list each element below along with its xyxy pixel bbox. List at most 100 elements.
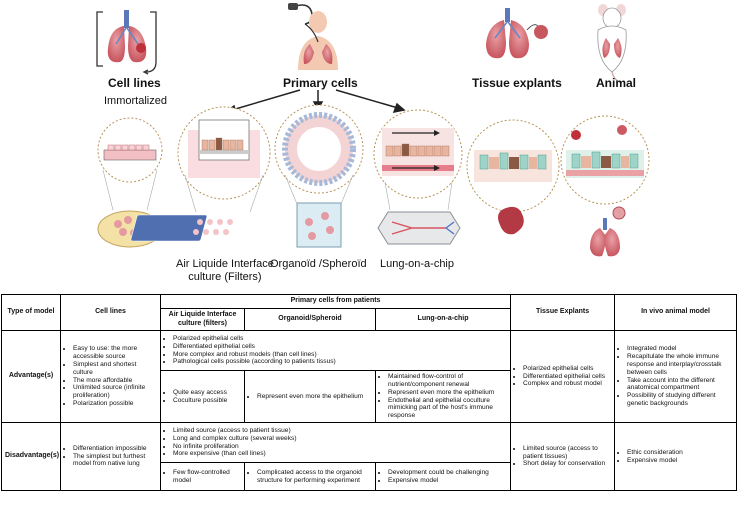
bullet-item: Expensive model — [627, 457, 733, 465]
bullet-item: Coculture possible — [173, 397, 241, 405]
tissue-explant-view — [466, 119, 560, 235]
adv-in-vivo-cell: Integrated modelRecapitulate the whole i… — [614, 330, 738, 423]
advantages-row-1: Advantage(s) Easy to use: the more acces… — [1, 330, 738, 423]
organoid-culture-view — [274, 104, 364, 248]
advantages-row-2: Quite easy accessCoculture possible Repr… — [2, 370, 737, 423]
bullet-item: Differentiated epithelial cells — [173, 343, 507, 351]
comparison-table-wrapper: Type of model Cell lines Primary cells f… — [1, 294, 738, 491]
bullet-item: The simplest but furthest model from nat… — [73, 453, 157, 469]
adv-primary-shared-cell: Polarized epithelial cellsDifferentiated… — [159, 330, 512, 371]
bullet-item: Complicated access to the organoid struc… — [257, 469, 372, 485]
label-organoid: Organoïd /Spheroïd — [270, 258, 367, 270]
bullet-item: Take account into the different anatomic… — [627, 377, 733, 393]
header-row-1: Type of model Cell lines Primary cells f… — [1, 294, 738, 331]
label-immortalized: Immortalized — [104, 95, 167, 107]
bullet-item: Maintained flow-control of nutrient/comp… — [388, 373, 507, 389]
adv-cell-lines-list: Easy to use: the more accessible sourceS… — [64, 345, 157, 407]
dis-ali-cell: Few flow-controlled model — [160, 462, 245, 491]
animal-mouse-icon — [597, 4, 627, 83]
adv-in-vivo-list: Integrated modelRecapitulate the whole i… — [618, 345, 733, 407]
header-in-vivo: In vivo animal model — [614, 294, 738, 331]
bullet-item: Few flow-controlled model — [173, 469, 241, 485]
bullet-item: Differentiation impossible — [73, 445, 157, 453]
header-ali: Air Liquide Interface culture (filters) — [160, 308, 245, 331]
dis-lung-on-chip-cell: Development could be challengingExpensiv… — [374, 462, 512, 491]
label-lung-on-chip: Lung-on-a-chip — [380, 258, 454, 270]
adv-primary-shared-list: Polarized epithelial cellsDifferentiated… — [164, 335, 507, 366]
header-organoid: Organoid/Spheroid — [244, 308, 376, 331]
bullet-item: Represent even more the epithelium — [257, 393, 372, 401]
bullet-item: Limited source (access to patient tissue… — [173, 427, 507, 435]
dis-in-vivo-list: Ethic considerationExpensive model — [618, 449, 733, 465]
adv-ali-list: Quite easy accessCoculture possible — [164, 389, 241, 405]
label-animal: Animal — [596, 76, 637, 90]
in-vivo-view — [560, 115, 650, 257]
bullet-item: Differentiated epithelial cells — [523, 373, 611, 381]
bullet-item: Polarized epithelial cells — [173, 335, 507, 343]
adv-ali-cell: Quite easy accessCoculture possible — [160, 370, 245, 423]
bullet-item: Limited source (access to patient tissue… — [523, 445, 611, 461]
ali-culture-view — [130, 106, 271, 242]
adv-organoid-list: Represent even more the epithelium — [248, 393, 372, 401]
row-label-disadvantages: Disadvantage(s) — [1, 422, 61, 491]
model-illustration-panel: Cell lines Immortalized Primary cells Ti… — [96, 3, 650, 284]
adv-organoid-cell: Represent even more the epithelium — [244, 370, 376, 423]
bullet-item: More expensive (than cell lines) — [173, 450, 507, 458]
disadvantages-row-1: Disadvantage(s) Differentiation impossib… — [1, 422, 738, 491]
bullet-item: More complex and robust models (than cel… — [173, 351, 507, 359]
bullet-item: Possibility of studying different geneti… — [627, 392, 733, 408]
dis-cell-lines-cell: Differentiation impossibleThe simplest b… — [60, 422, 161, 491]
bullet-item: Polarized epithelial cells — [523, 365, 611, 373]
dis-organoid-cell: Complicated access to the organoid struc… — [244, 462, 376, 491]
adv-tissue-cell: Polarized epithelial cellsDifferentiated… — [510, 330, 616, 423]
dis-lung-on-chip-list: Development could be challengingExpensiv… — [379, 469, 507, 485]
illustration-svg — [96, 3, 650, 257]
cell-lines-lung-icon — [96, 10, 157, 75]
bullet-item: Polarization possible — [73, 400, 157, 408]
dis-organoid-list: Complicated access to the organoid struc… — [248, 469, 372, 485]
dis-tissue-cell: Limited source (access to patient tissue… — [510, 422, 616, 491]
header-cell-lines: Cell lines — [60, 294, 161, 331]
row-label-advantages: Advantage(s) — [1, 330, 61, 423]
bullet-item: Long and complex culture (several weeks) — [173, 435, 507, 443]
label-primary-cells: Primary cells — [283, 76, 358, 90]
adv-lung-on-chip-list: Maintained flow-control of nutrient/comp… — [379, 373, 507, 420]
dis-primary-shared-cell: Limited source (access to patient tissue… — [159, 422, 512, 463]
header-tissue-explants: Tissue Explants — [510, 294, 616, 331]
bullet-item: Easy to use: the more accessible source — [73, 345, 157, 361]
bullet-item: The more affordable — [73, 377, 157, 385]
bullet-item: Represent even more the epithelium — [388, 389, 507, 397]
lung-on-chip-view — [373, 109, 463, 245]
bullet-item: Development could be challenging — [388, 469, 507, 477]
bullet-item: Expensive model — [388, 477, 507, 485]
label-ali: Air Liquide Interface culture (Filters) — [176, 258, 274, 284]
header-type-of-model: Type of model — [1, 294, 61, 331]
bullet-item: Ethic consideration — [627, 449, 733, 457]
dis-cell-lines-list: Differentiation impossibleThe simplest b… — [64, 445, 157, 468]
bullet-item: Simplest and shortest culture — [73, 361, 157, 377]
bullet-item: Endothelial and epithelial coculture mim… — [388, 397, 507, 420]
bullet-item: Pathological cells possible (according t… — [173, 358, 507, 366]
adv-cell-lines-cell: Easy to use: the more accessible sourceS… — [60, 330, 161, 423]
header-lung-on-chip: Lung-on-a-chip — [374, 308, 512, 331]
header-primary-cells: Primary cells from patients — [159, 294, 512, 309]
bullet-item: Recapitulate the whole immune response a… — [627, 353, 733, 376]
dis-in-vivo-cell: Ethic considerationExpensive model — [614, 422, 738, 491]
bullet-item: Quite easy access — [173, 389, 241, 397]
dis-tissue-list: Limited source (access to patient tissue… — [514, 445, 611, 468]
bullet-item: Complex and robust model — [523, 380, 611, 388]
primary-cells-bronchoscope-icon — [288, 3, 338, 70]
tissue-explants-lung-icon — [486, 8, 548, 59]
bullet-item: Short delay for conservation — [523, 460, 611, 468]
bullet-item: No infinite proliferation — [173, 443, 507, 451]
label-cell-lines: Cell lines — [108, 76, 161, 90]
dis-primary-shared-list: Limited source (access to patient tissue… — [164, 427, 507, 458]
comparison-table: Type of model Cell lines Primary cells f… — [1, 294, 738, 491]
disadvantages-row-2: Few flow-controlled model Complicated ac… — [2, 462, 737, 491]
label-tissue-explants: Tissue explants — [472, 76, 562, 90]
adv-tissue-list: Polarized epithelial cellsDifferentiated… — [514, 365, 611, 388]
dis-ali-list: Few flow-controlled model — [164, 469, 241, 485]
bullet-item: Unlimited source (infinite proliferation… — [73, 384, 157, 400]
adv-lung-on-chip-cell: Maintained flow-control of nutrient/comp… — [374, 370, 512, 423]
bullet-item: Integrated model — [627, 345, 733, 353]
